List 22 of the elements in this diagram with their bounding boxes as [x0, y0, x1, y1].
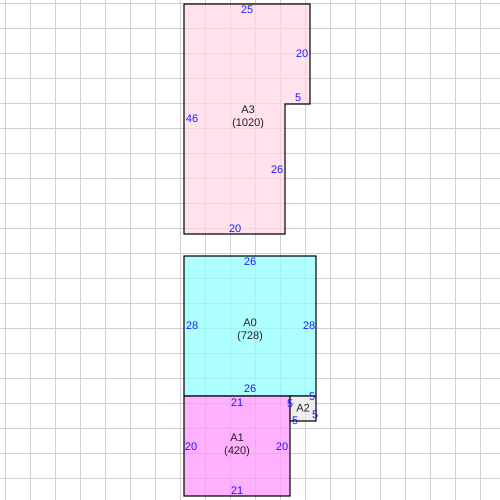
dimension-label: 26: [244, 383, 256, 395]
dimension-label: 25: [240, 4, 254, 16]
dimension-label: 20: [296, 48, 308, 60]
room-name: A1: [229, 432, 245, 445]
dimension-label: 20: [184, 441, 198, 453]
room-area-value: (420): [224, 445, 250, 458]
dimension-label: 5: [294, 92, 302, 104]
dimension-label: 20: [228, 223, 242, 235]
dimension-label: 21: [230, 485, 244, 497]
room-area-value: (728): [237, 330, 263, 343]
dimension-label: 28: [302, 320, 316, 332]
dimension-label: 26: [244, 256, 256, 268]
room-name: A3: [240, 104, 256, 117]
room-area: [184, 4, 310, 234]
dimension-label: 21: [230, 397, 244, 409]
dimension-label: 26: [270, 164, 284, 176]
dimension-label: 28: [186, 320, 198, 332]
room-name: A0: [242, 317, 258, 330]
dimension-label: 20: [276, 441, 288, 453]
dimension-label: 46: [186, 113, 198, 125]
room-area-value: (1020): [232, 117, 264, 130]
room-name: A2: [296, 402, 310, 416]
